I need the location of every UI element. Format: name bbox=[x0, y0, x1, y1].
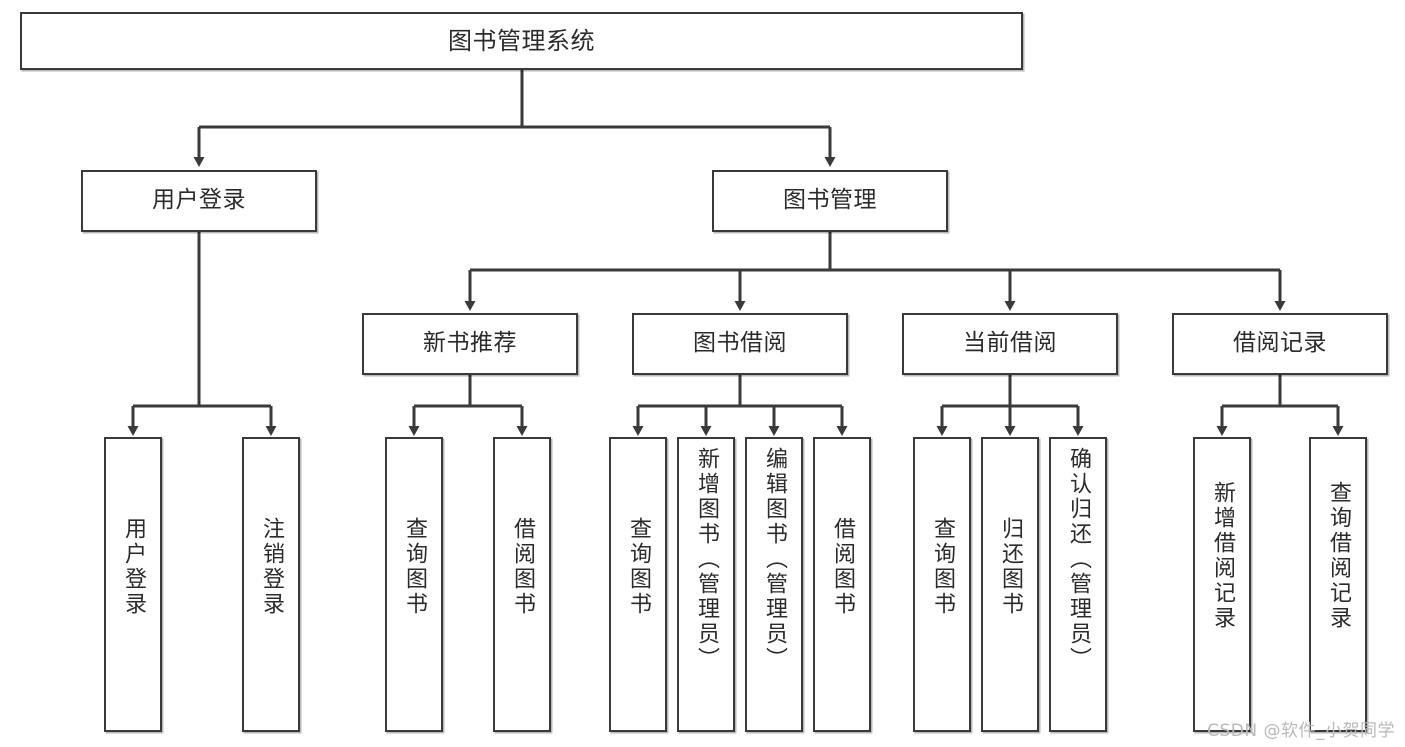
node-current-borrow[interactable]: 当前借阅 bbox=[902, 313, 1118, 375]
leaf-add-book[interactable]: 新增图书（管理员） bbox=[677, 437, 735, 732]
leaf-return-book-label: 归还图书 bbox=[998, 517, 1023, 617]
leaf-borrow-book-1[interactable]: 借阅图书 bbox=[493, 437, 551, 732]
leaf-return-book[interactable]: 归还图书 bbox=[981, 437, 1039, 732]
node-book-borrow[interactable]: 图书借阅 bbox=[632, 313, 848, 375]
node-new-book-recommend-label: 新书推荐 bbox=[423, 330, 517, 357]
leaf-confirm-return[interactable]: 确认归还（管理员） bbox=[1049, 437, 1107, 732]
leaf-query-book-3[interactable]: 查询图书 bbox=[913, 437, 971, 732]
leaf-query-book-1[interactable]: 查询图书 bbox=[385, 437, 443, 732]
leaf-add-record[interactable]: 新增借阅记录 bbox=[1193, 437, 1251, 732]
leaf-logout-login[interactable]: 注销登录 bbox=[242, 437, 300, 732]
csdn-watermark: CSDN @软件_小贺同学 bbox=[1207, 721, 1395, 741]
leaf-query-book-3-label: 查询图书 bbox=[930, 517, 955, 617]
node-user-login-label: 用户登录 bbox=[152, 187, 246, 214]
node-borrow-record-label: 借阅记录 bbox=[1233, 330, 1327, 357]
node-user-login[interactable]: 用户登录 bbox=[81, 170, 317, 232]
leaf-query-book-2[interactable]: 查询图书 bbox=[609, 437, 667, 732]
leaf-user-login-label: 用户登录 bbox=[121, 517, 146, 617]
leaf-borrow-book-2-label: 借阅图书 bbox=[830, 517, 855, 617]
node-book-borrow-label: 图书借阅 bbox=[693, 330, 787, 357]
leaf-edit-book[interactable]: 编辑图书（管理员） bbox=[745, 437, 803, 732]
node-book-manage-label: 图书管理 bbox=[783, 187, 877, 214]
node-borrow-record[interactable]: 借阅记录 bbox=[1172, 313, 1388, 375]
node-book-manage[interactable]: 图书管理 bbox=[712, 170, 948, 232]
leaf-add-record-label: 新增借阅记录 bbox=[1210, 481, 1235, 631]
node-new-book-recommend[interactable]: 新书推荐 bbox=[362, 313, 578, 375]
leaf-query-record[interactable]: 查询借阅记录 bbox=[1309, 437, 1367, 732]
leaf-query-record-label: 查询借阅记录 bbox=[1326, 481, 1351, 631]
node-root-label: 图书管理系统 bbox=[448, 26, 595, 55]
leaf-borrow-book-1-label: 借阅图书 bbox=[510, 517, 535, 617]
leaf-confirm-return-label: 确认归还（管理员） bbox=[1066, 447, 1091, 672]
leaf-borrow-book-2[interactable]: 借阅图书 bbox=[813, 437, 871, 732]
leaf-edit-book-label: 编辑图书（管理员） bbox=[762, 447, 787, 672]
node-root[interactable]: 图书管理系统 bbox=[20, 12, 1023, 70]
leaf-user-login[interactable]: 用户登录 bbox=[104, 437, 162, 732]
node-current-borrow-label: 当前借阅 bbox=[963, 330, 1057, 357]
leaf-query-book-1-label: 查询图书 bbox=[402, 517, 427, 617]
leaf-logout-login-label: 注销登录 bbox=[259, 517, 284, 617]
leaf-add-book-label: 新增图书（管理员） bbox=[694, 447, 719, 672]
leaf-query-book-2-label: 查询图书 bbox=[626, 517, 651, 617]
